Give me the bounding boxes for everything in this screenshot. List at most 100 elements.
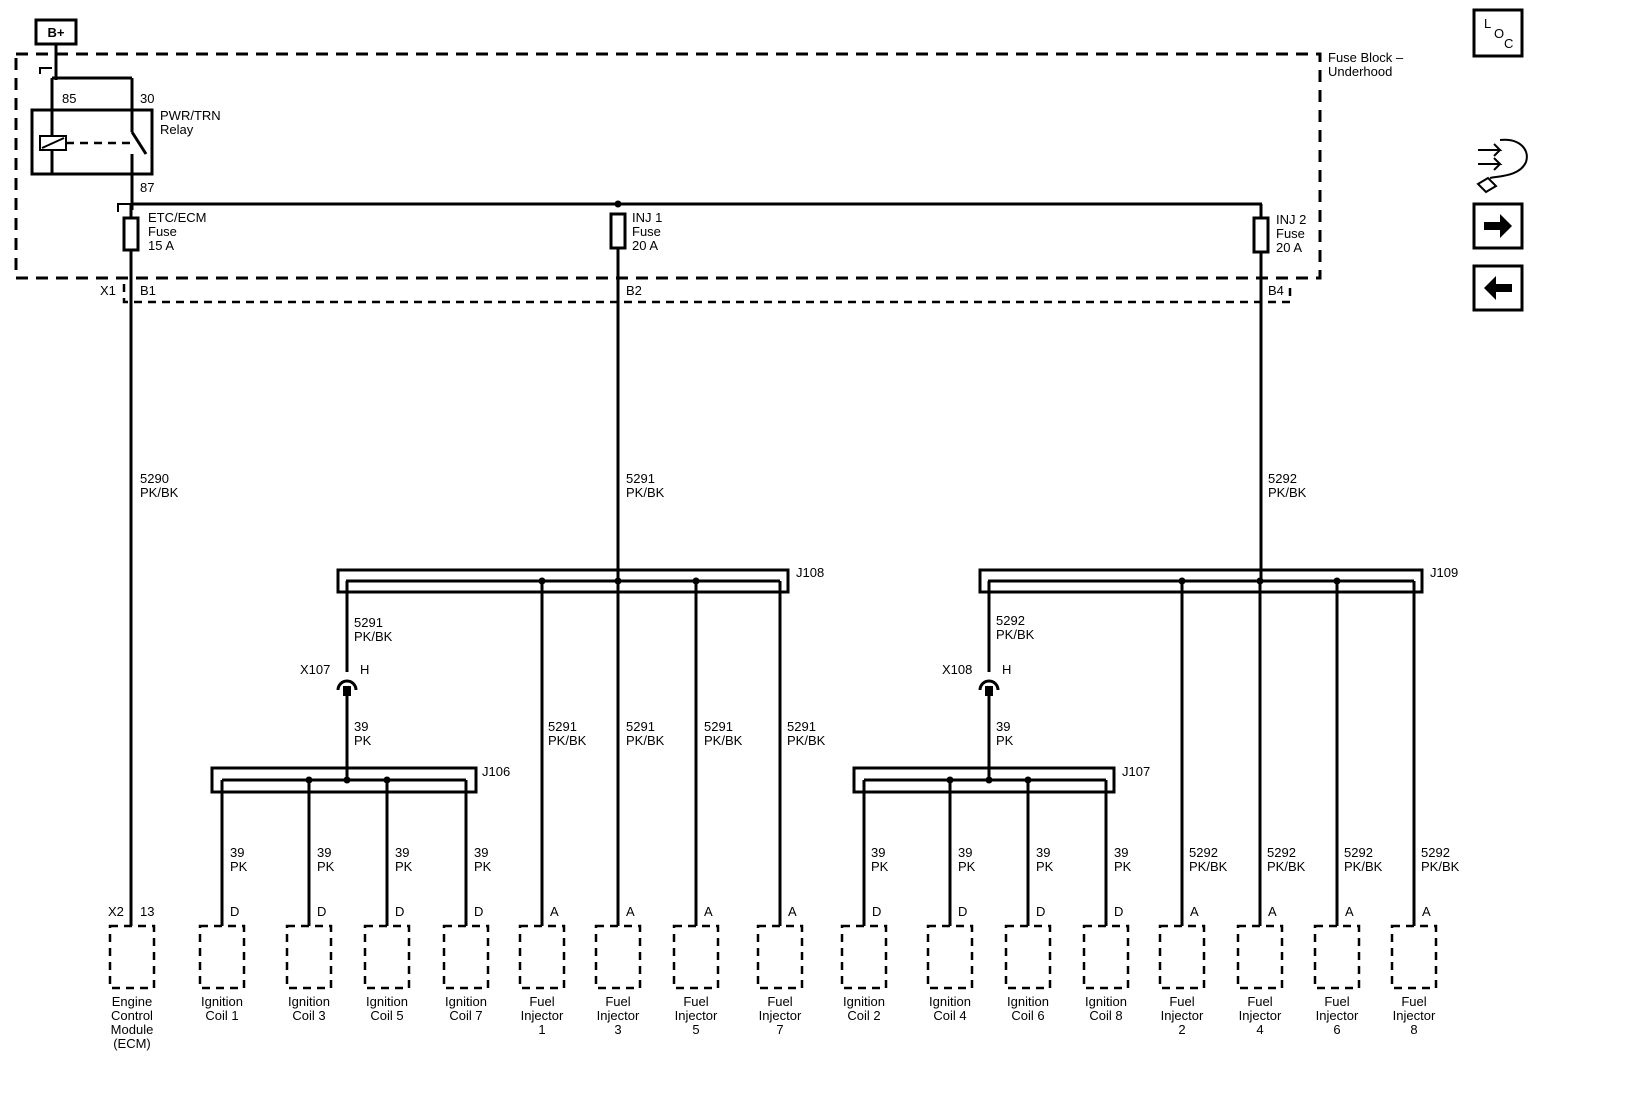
ecm-pin-13: 13 bbox=[140, 904, 154, 919]
relay-pin-85: 85 bbox=[62, 91, 76, 106]
connector-views-icon[interactable] bbox=[1476, 138, 1528, 194]
component-label-line: Coil 1 bbox=[205, 1008, 238, 1023]
component-label-line: Injector bbox=[521, 1008, 564, 1023]
svg-text:39: 39 bbox=[354, 719, 368, 734]
component-label-line: Ignition bbox=[201, 994, 243, 1009]
component-connector-box bbox=[840, 924, 888, 990]
svg-text:39: 39 bbox=[395, 845, 409, 860]
component-label-line: Fuel bbox=[529, 994, 554, 1009]
component-label-line: Ignition bbox=[1085, 994, 1127, 1009]
component-pin-label: A bbox=[1345, 904, 1354, 919]
relay-box bbox=[30, 108, 154, 176]
component-label-line: Ignition bbox=[1007, 994, 1049, 1009]
component-pin-label: A bbox=[1268, 904, 1277, 919]
svg-text:PK/BK: PK/BK bbox=[704, 733, 743, 748]
ecm-connector-x2: X2 bbox=[108, 904, 124, 919]
svg-text:5292: 5292 bbox=[1267, 845, 1296, 860]
svg-text:5292: 5292 bbox=[1189, 845, 1218, 860]
fuse-block-label-2: Underhood bbox=[1328, 64, 1392, 79]
svg-text:H: H bbox=[360, 662, 369, 677]
svg-text:PK/BK: PK/BK bbox=[548, 733, 587, 748]
component-connector-box bbox=[442, 924, 490, 990]
component-pin-label: D bbox=[230, 904, 239, 919]
svg-text:PK: PK bbox=[230, 859, 248, 874]
svg-text:Control: Control bbox=[111, 1008, 153, 1023]
svg-text:5292: 5292 bbox=[1344, 845, 1373, 860]
ecm-connector-box bbox=[108, 924, 156, 990]
fuse-inj-2-label-2: Fuse bbox=[1276, 226, 1305, 241]
component-connector-box bbox=[363, 924, 411, 990]
location-button[interactable]: L O C bbox=[1472, 8, 1524, 58]
arrow-left-icon bbox=[1484, 276, 1512, 300]
component-label-line: 1 bbox=[538, 1022, 545, 1037]
component-connector-box bbox=[594, 924, 642, 990]
svg-text:39: 39 bbox=[1036, 845, 1050, 860]
connector-x1-outline bbox=[122, 284, 1292, 304]
component-connector-box bbox=[518, 924, 566, 990]
component-connector-box bbox=[672, 924, 720, 990]
next-page-button[interactable] bbox=[1472, 202, 1524, 250]
svg-text:PK: PK bbox=[354, 733, 372, 748]
component-pin-label: A bbox=[626, 904, 635, 919]
svg-text:PK/BK: PK/BK bbox=[1344, 859, 1383, 874]
component-label-line: Coil 2 bbox=[847, 1008, 880, 1023]
inline-connector-x108: X108 H bbox=[942, 662, 1011, 780]
svg-text:PK/BK: PK/BK bbox=[787, 733, 826, 748]
fuse-inj-1: INJ 1 Fuse 20 A bbox=[609, 210, 662, 580]
component-label-line: Injector bbox=[1161, 1008, 1204, 1023]
svg-text:C: C bbox=[1504, 36, 1513, 51]
svg-text:O: O bbox=[1494, 26, 1504, 41]
component-label-line: Coil 6 bbox=[1011, 1008, 1044, 1023]
svg-text:H: H bbox=[1002, 662, 1011, 677]
svg-text:5291: 5291 bbox=[704, 719, 733, 734]
svg-text:5291: 5291 bbox=[626, 719, 655, 734]
component-label-line: Coil 5 bbox=[370, 1008, 403, 1023]
component-connector-box bbox=[1082, 924, 1130, 990]
svg-text:39: 39 bbox=[317, 845, 331, 860]
component-label-line: 2 bbox=[1178, 1022, 1185, 1037]
component-pin-label: A bbox=[788, 904, 797, 919]
component-label-line: Fuel bbox=[1247, 994, 1272, 1009]
terminal-hook bbox=[39, 67, 52, 74]
component-connector-box bbox=[1313, 924, 1361, 990]
connector-x1-label: X1 bbox=[100, 283, 116, 298]
relay-switch-contact bbox=[130, 131, 148, 155]
component-connector-box bbox=[1004, 924, 1052, 990]
fuse-block-label-1: Fuse Block – bbox=[1328, 50, 1404, 65]
pin-b2: B2 bbox=[626, 283, 642, 298]
svg-text:39: 39 bbox=[958, 845, 972, 860]
svg-text:PK/BK: PK/BK bbox=[1267, 859, 1306, 874]
component-label-line: 3 bbox=[614, 1022, 621, 1037]
pin-b1: B1 bbox=[140, 283, 156, 298]
relay-label-2: Relay bbox=[160, 122, 194, 137]
component-pin-label: A bbox=[704, 904, 713, 919]
svg-text:PK: PK bbox=[871, 859, 889, 874]
wire-5290-circuit: 5290 bbox=[140, 471, 169, 486]
fuse-inj-1-label-1: INJ 1 bbox=[632, 210, 662, 225]
fuse-etc-ecm: ETC/ECM Fuse 15 A bbox=[122, 204, 207, 926]
battery-positive-source: B+ bbox=[34, 18, 78, 80]
svg-text:PK: PK bbox=[317, 859, 335, 874]
component-label-line: Ignition bbox=[288, 994, 330, 1009]
splice-j109-label: J109 bbox=[1430, 565, 1458, 580]
component-label-line: Coil 7 bbox=[449, 1008, 482, 1023]
previous-page-button[interactable] bbox=[1472, 264, 1524, 312]
svg-text:5291: 5291 bbox=[787, 719, 816, 734]
component-label-line: Ignition bbox=[445, 994, 487, 1009]
component-pin-label: A bbox=[1422, 904, 1431, 919]
splice-j109: J109 bbox=[978, 565, 1458, 926]
svg-text:PK: PK bbox=[996, 733, 1014, 748]
component-pin-label: D bbox=[317, 904, 326, 919]
svg-text:PK/BK: PK/BK bbox=[996, 627, 1035, 642]
component-label-line: Ignition bbox=[843, 994, 885, 1009]
